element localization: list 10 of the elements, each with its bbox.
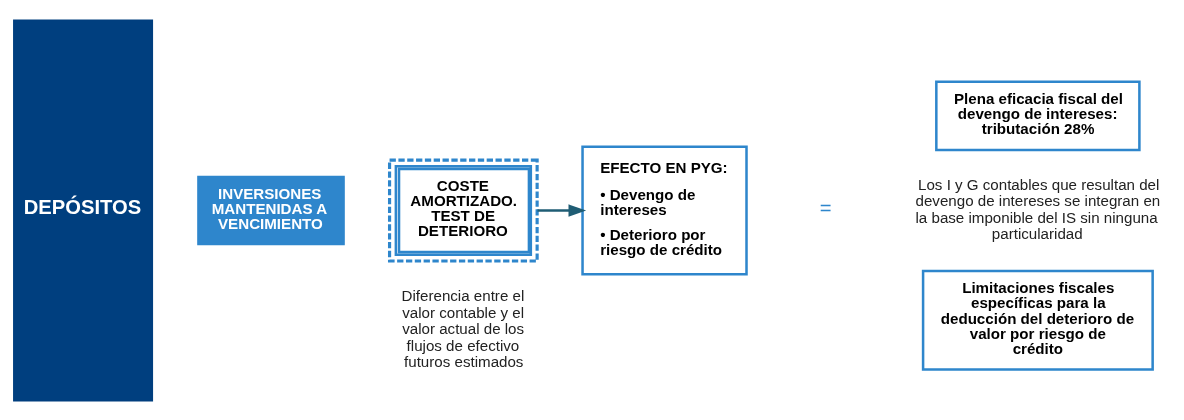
node-box: INVERSIONES MANTENIDAS A VENCIMIENTO	[197, 175, 345, 245]
label: =	[819, 196, 832, 219]
arrow	[537, 203, 587, 217]
node-box: EFECTO EN PYG: • Devengo de intereses • Deterioro por riesgo de crédito	[581, 145, 748, 275]
node-box: DEPÓSITOS	[13, 18, 154, 402]
node-label: Diferencia entre el valor contable y el valor actual de los flujos de efectivo futuros estimados	[401, 286, 525, 370]
label: Los I y G contables que resultan del devengo de intereses se integran en la base imponible del IS sin ninguna particularidad	[915, 175, 1161, 242]
node-box: Limitaciones fiscales específicas para la deducción del deterioro de valor por riesgo de crédito	[921, 269, 1154, 371]
node-box: Plena eficacia fiscal del devengo de intereses: tributación 28%	[935, 80, 1141, 151]
node-box: COSTE AMORTIZADO. TEST DE DETERIORO	[388, 157, 539, 263]
